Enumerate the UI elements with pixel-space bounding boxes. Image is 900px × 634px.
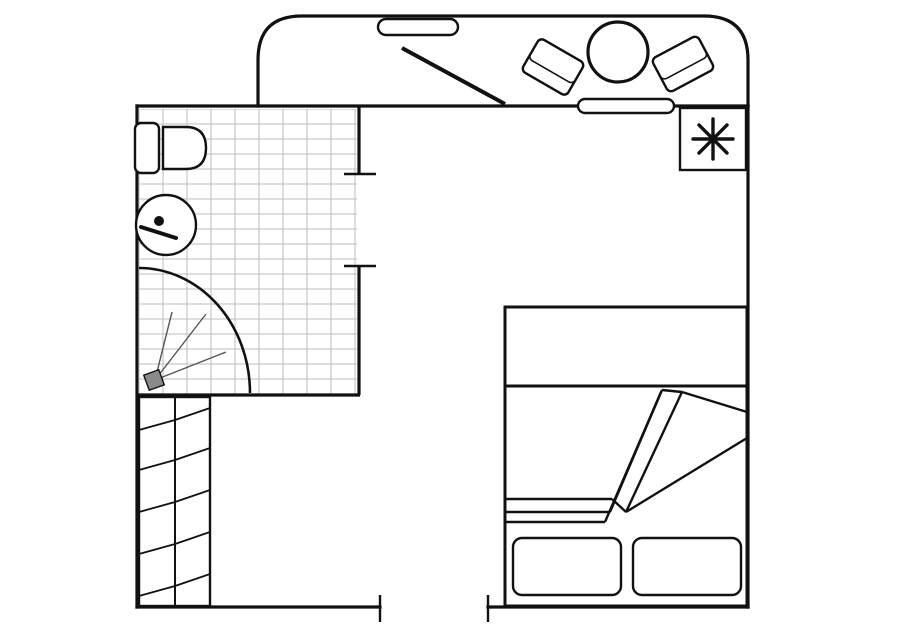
round-table xyxy=(586,20,650,84)
shower-drain-icon xyxy=(142,368,166,392)
wardrobe-shelf xyxy=(138,459,176,471)
bathroom xyxy=(133,106,376,397)
air-conditioner-snowflake-icon xyxy=(691,117,735,161)
bathroom-door-opening xyxy=(344,172,376,268)
pillow xyxy=(631,536,743,597)
entrance-door-opening xyxy=(378,595,490,622)
sink-drain-bar xyxy=(139,225,178,240)
wardrobe-shelf xyxy=(174,407,211,421)
shower-enclosure-curve xyxy=(138,266,252,394)
pillow xyxy=(511,536,623,597)
quarter-round-shower xyxy=(138,266,252,394)
wall-lamp xyxy=(376,17,460,37)
radiator xyxy=(576,97,676,115)
sink-basin xyxy=(134,193,198,257)
armchair-cushion xyxy=(652,35,708,80)
sink-icon xyxy=(134,193,198,257)
wardrobe-shelf xyxy=(174,447,211,461)
toilet-icon xyxy=(133,121,208,175)
bay-window-nook xyxy=(376,17,715,115)
window-curtain xyxy=(401,46,506,106)
wardrobe-shelf xyxy=(174,531,211,545)
shower-water-lines xyxy=(154,311,227,381)
bay-window-wall xyxy=(256,14,750,108)
wardrobe xyxy=(137,395,212,608)
bathroom-walls xyxy=(137,106,361,397)
wardrobe-shelf xyxy=(138,501,176,513)
sink-tap xyxy=(154,216,164,226)
wardrobe-shelf xyxy=(174,489,211,503)
toilet-bowl xyxy=(161,125,208,171)
wardrobe-shelf xyxy=(174,573,211,587)
wardrobe-shelf xyxy=(138,419,176,431)
folded-blanket xyxy=(505,388,748,524)
double-bed xyxy=(503,305,749,608)
wardrobe-shelf xyxy=(138,543,176,555)
armchair-cushion xyxy=(529,38,584,84)
toilet-tank xyxy=(133,121,161,175)
wardrobe-shelves xyxy=(138,407,211,597)
wardrobe-shelf xyxy=(138,585,176,597)
air-conditioner-unit xyxy=(678,106,748,172)
